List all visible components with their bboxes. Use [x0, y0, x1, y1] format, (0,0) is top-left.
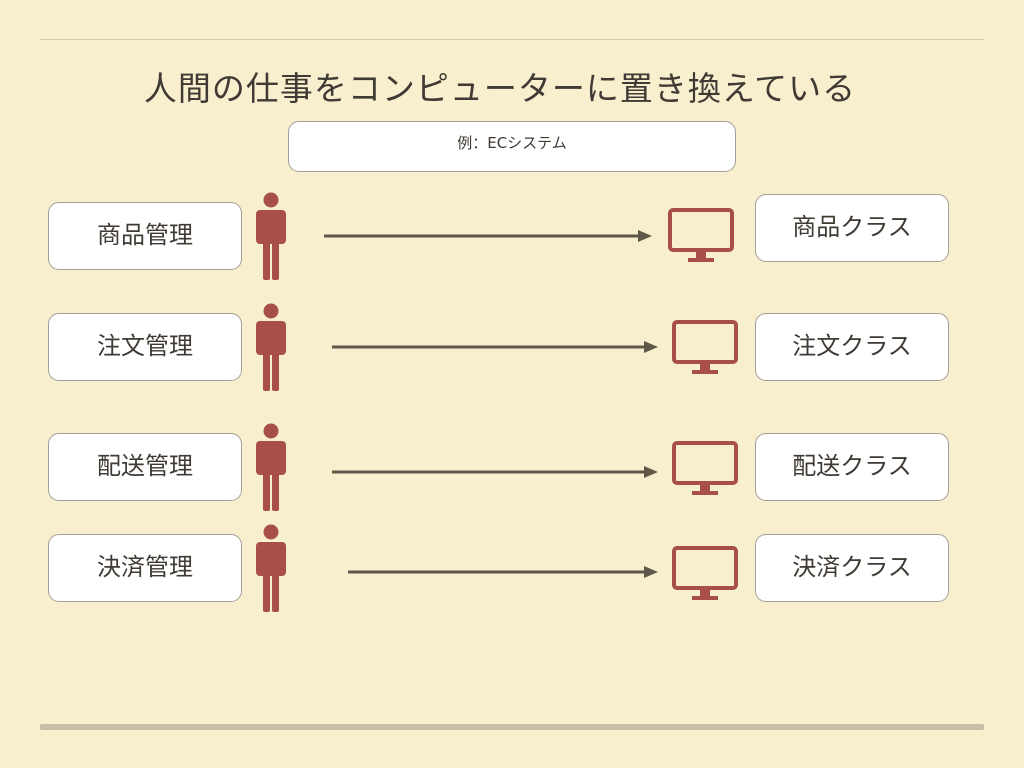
- class-box-order: 注文クラス: [755, 313, 949, 381]
- person-icon: [256, 192, 286, 280]
- human-task-box-delivery: 配送管理: [48, 433, 242, 501]
- monitor-icon: [672, 441, 738, 495]
- person-icon: [256, 303, 286, 391]
- arrow-right: [332, 341, 658, 353]
- page-title: 人間の仕事をコンピューターに置き換えている: [143, 69, 857, 108]
- arrow-right: [332, 466, 658, 478]
- example-label-box: 例：ECシステム: [288, 121, 736, 172]
- human-task-box-product: 商品管理: [48, 202, 242, 270]
- class-box-product: 商品クラス: [755, 194, 949, 262]
- monitor-icon: [668, 208, 734, 262]
- arrow-right: [348, 566, 658, 578]
- class-box-delivery: 配送クラス: [755, 433, 949, 501]
- bottom-divider: [40, 724, 984, 730]
- monitor-icon: [672, 320, 738, 374]
- person-icon: [256, 524, 286, 612]
- monitor-icon: [672, 546, 738, 600]
- arrow-right: [324, 230, 652, 242]
- top-divider: [40, 39, 984, 40]
- human-task-box-payment: 決済管理: [48, 534, 242, 602]
- person-icon: [256, 423, 286, 511]
- human-task-box-order: 注文管理: [48, 313, 242, 381]
- class-box-payment: 決済クラス: [755, 534, 949, 602]
